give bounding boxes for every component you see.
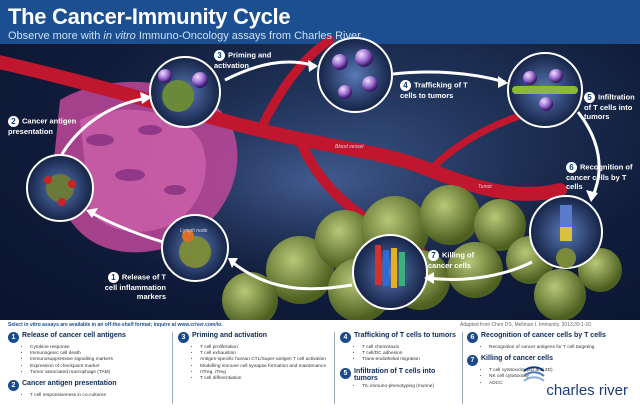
cycle-arrows — [60, 60, 601, 291]
step-3-image — [149, 56, 221, 128]
column-divider — [462, 332, 463, 404]
offshelf-note: Select in vitro assays are available in … — [8, 322, 223, 328]
cycle-artwork — [0, 0, 640, 320]
column-divider — [334, 332, 335, 404]
column-divider — [172, 332, 173, 404]
source-credit: Adapted from Chen DS, Mellman I. Immunit… — [460, 322, 592, 328]
legend-list-3: T cell proliferation T cell exhaustion A… — [192, 345, 328, 382]
legend-list-6: Recognition of cancer antigens for T cel… — [481, 345, 627, 351]
cycle-illustration: The Cancer-Immunity Cycle Observe more w… — [0, 0, 640, 320]
page-subtitle: Observe more with in vitro Immuno-Oncolo… — [8, 30, 364, 42]
header-band — [0, 0, 640, 44]
step-2-image — [26, 154, 94, 222]
lymph-node-label: Lymph node — [180, 228, 208, 234]
legend-list-7: T cell cytotoxicity (2D and 3D) NK cell … — [481, 368, 627, 387]
tumor-label: Tumor — [478, 184, 493, 190]
step-1-image — [161, 214, 229, 282]
step-6-image — [529, 195, 603, 269]
page-title: The Cancer-Immunity Cycle — [8, 4, 291, 29]
charles-river-logo-text[interactable]: charles river — [546, 382, 628, 399]
legend-list-4: T cell chemotaxis T cell/DC adhesion Tra… — [354, 345, 460, 364]
charles-river-logo-icon — [523, 366, 545, 382]
legend-list-2: T cell responsiveness in co-cultures — [22, 393, 168, 399]
legend-list-1: Cytokine response Immunogenic cell death… — [22, 345, 168, 376]
legend-list-5: TIL immuno-phenotyping (murine) — [354, 384, 460, 390]
step-4-image — [317, 37, 393, 113]
step-5-image — [507, 52, 583, 128]
step-7-image — [352, 234, 428, 310]
arrow-heads — [86, 60, 598, 284]
blood-vessel-label: Blood vessel — [335, 144, 364, 150]
